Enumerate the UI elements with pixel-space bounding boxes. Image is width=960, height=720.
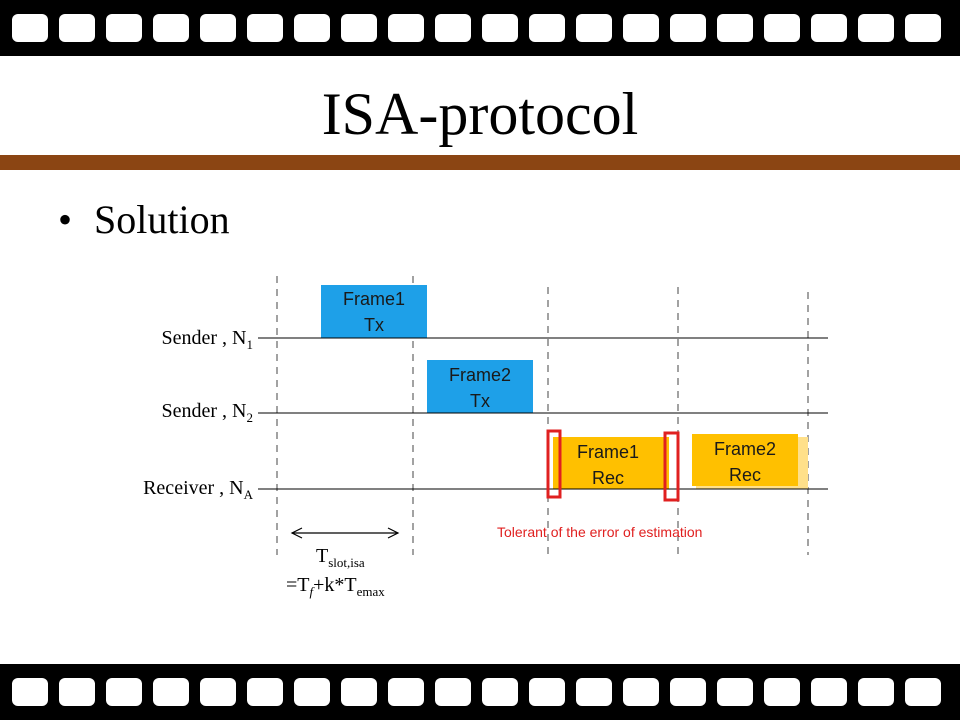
film-hole bbox=[12, 678, 48, 706]
film-hole bbox=[905, 678, 941, 706]
row-label-subscript: A bbox=[244, 487, 254, 502]
film-hole bbox=[529, 14, 565, 42]
film-hole bbox=[623, 678, 659, 706]
row-label-sender-n1: Sender , N1 bbox=[162, 327, 253, 352]
film-hole bbox=[764, 678, 800, 706]
frame2-tx-box bbox=[427, 360, 533, 413]
slide-title: ISA-protocol bbox=[321, 81, 639, 147]
title-divider bbox=[0, 155, 960, 170]
film-hole bbox=[811, 678, 847, 706]
frame1-rec-box bbox=[553, 437, 669, 489]
row-label-text: Sender , N bbox=[162, 400, 247, 422]
film-hole bbox=[670, 678, 706, 706]
film-hole bbox=[341, 678, 377, 706]
film-hole bbox=[153, 14, 189, 42]
slot-symbol: T bbox=[316, 545, 328, 567]
row-label-receiver-na: Receiver , NA bbox=[143, 477, 254, 502]
tolerance-marker bbox=[663, 431, 680, 502]
frame2-rec-line2: Rec bbox=[729, 465, 761, 485]
timelines bbox=[258, 337, 828, 490]
film-hole bbox=[576, 678, 612, 706]
film-hole bbox=[247, 678, 283, 706]
filmstrip-bottom bbox=[0, 664, 960, 720]
film-hole bbox=[59, 14, 95, 42]
filmstrip-holes-top bbox=[0, 14, 960, 42]
film-hole bbox=[12, 14, 48, 42]
film-hole bbox=[811, 14, 847, 42]
film-hole bbox=[341, 14, 377, 42]
film-hole bbox=[905, 14, 941, 42]
film-hole bbox=[858, 14, 894, 42]
film-hole bbox=[200, 678, 236, 706]
frame1-rec-line2: Rec bbox=[592, 468, 624, 488]
film-hole bbox=[623, 14, 659, 42]
frame2-tx-line2: Tx bbox=[470, 391, 490, 411]
film-hole bbox=[435, 678, 471, 706]
tolerance-note: Tolerant of the error of estimation bbox=[497, 524, 702, 540]
film-hole bbox=[106, 678, 142, 706]
film-hole bbox=[482, 678, 518, 706]
frame1-tx-line2: Tx bbox=[364, 315, 384, 335]
film-hole bbox=[153, 678, 189, 706]
film-hole bbox=[717, 14, 753, 42]
film-hole bbox=[247, 14, 283, 42]
slot-subscript: slot,isa bbox=[328, 555, 365, 570]
row-label-text: Receiver , N bbox=[143, 477, 244, 499]
arrow-head-left bbox=[290, 527, 303, 539]
film-hole bbox=[482, 14, 518, 42]
film-hole bbox=[388, 678, 424, 706]
film-hole bbox=[200, 14, 236, 42]
formula-emax-subscript: emax bbox=[357, 584, 386, 599]
film-hole bbox=[294, 678, 330, 706]
formula-f-subscript: f bbox=[310, 584, 316, 599]
film-hole bbox=[858, 678, 894, 706]
filmstrip-holes-bottom bbox=[0, 678, 960, 706]
film-hole bbox=[59, 678, 95, 706]
slot-boundaries bbox=[276, 276, 809, 555]
frame2-tx-line1: Frame2 bbox=[449, 365, 511, 385]
frame2-rec-box bbox=[692, 434, 798, 486]
film-hole bbox=[717, 678, 753, 706]
film-hole bbox=[435, 14, 471, 42]
row-label-subscript: 2 bbox=[247, 410, 254, 425]
bullet-text: Solution bbox=[94, 197, 230, 242]
slot-duration-label: Tslot,isa bbox=[316, 545, 365, 570]
row-label-sender-n2: Sender , N2 bbox=[162, 400, 253, 425]
frame1-rec-line1: Frame1 bbox=[577, 442, 639, 462]
filmstrip-top bbox=[0, 0, 960, 56]
formula-plus-k: +k*T bbox=[313, 574, 357, 596]
frame1-tx-line1: Frame1 bbox=[343, 289, 405, 309]
bullet-dot-icon: • bbox=[58, 197, 73, 242]
film-hole bbox=[388, 14, 424, 42]
bullet-item: • Solution bbox=[58, 194, 230, 246]
slot-duration-arrow bbox=[290, 527, 400, 539]
slot-duration-formula: =Tf+k*Temax bbox=[286, 574, 385, 599]
formula-eq: =T bbox=[286, 574, 310, 596]
film-hole bbox=[106, 14, 142, 42]
row-label-text: Sender , N bbox=[162, 327, 247, 349]
film-hole bbox=[670, 14, 706, 42]
frame2-rec-line1: Frame2 bbox=[714, 439, 776, 459]
film-hole bbox=[294, 14, 330, 42]
film-hole bbox=[529, 678, 565, 706]
frame1-tx-box bbox=[321, 285, 427, 338]
tolerance-marker bbox=[546, 429, 562, 499]
row-label-subscript: 1 bbox=[247, 337, 254, 352]
arrow-head-right bbox=[387, 527, 400, 539]
film-hole bbox=[764, 14, 800, 42]
film-hole bbox=[576, 14, 612, 42]
